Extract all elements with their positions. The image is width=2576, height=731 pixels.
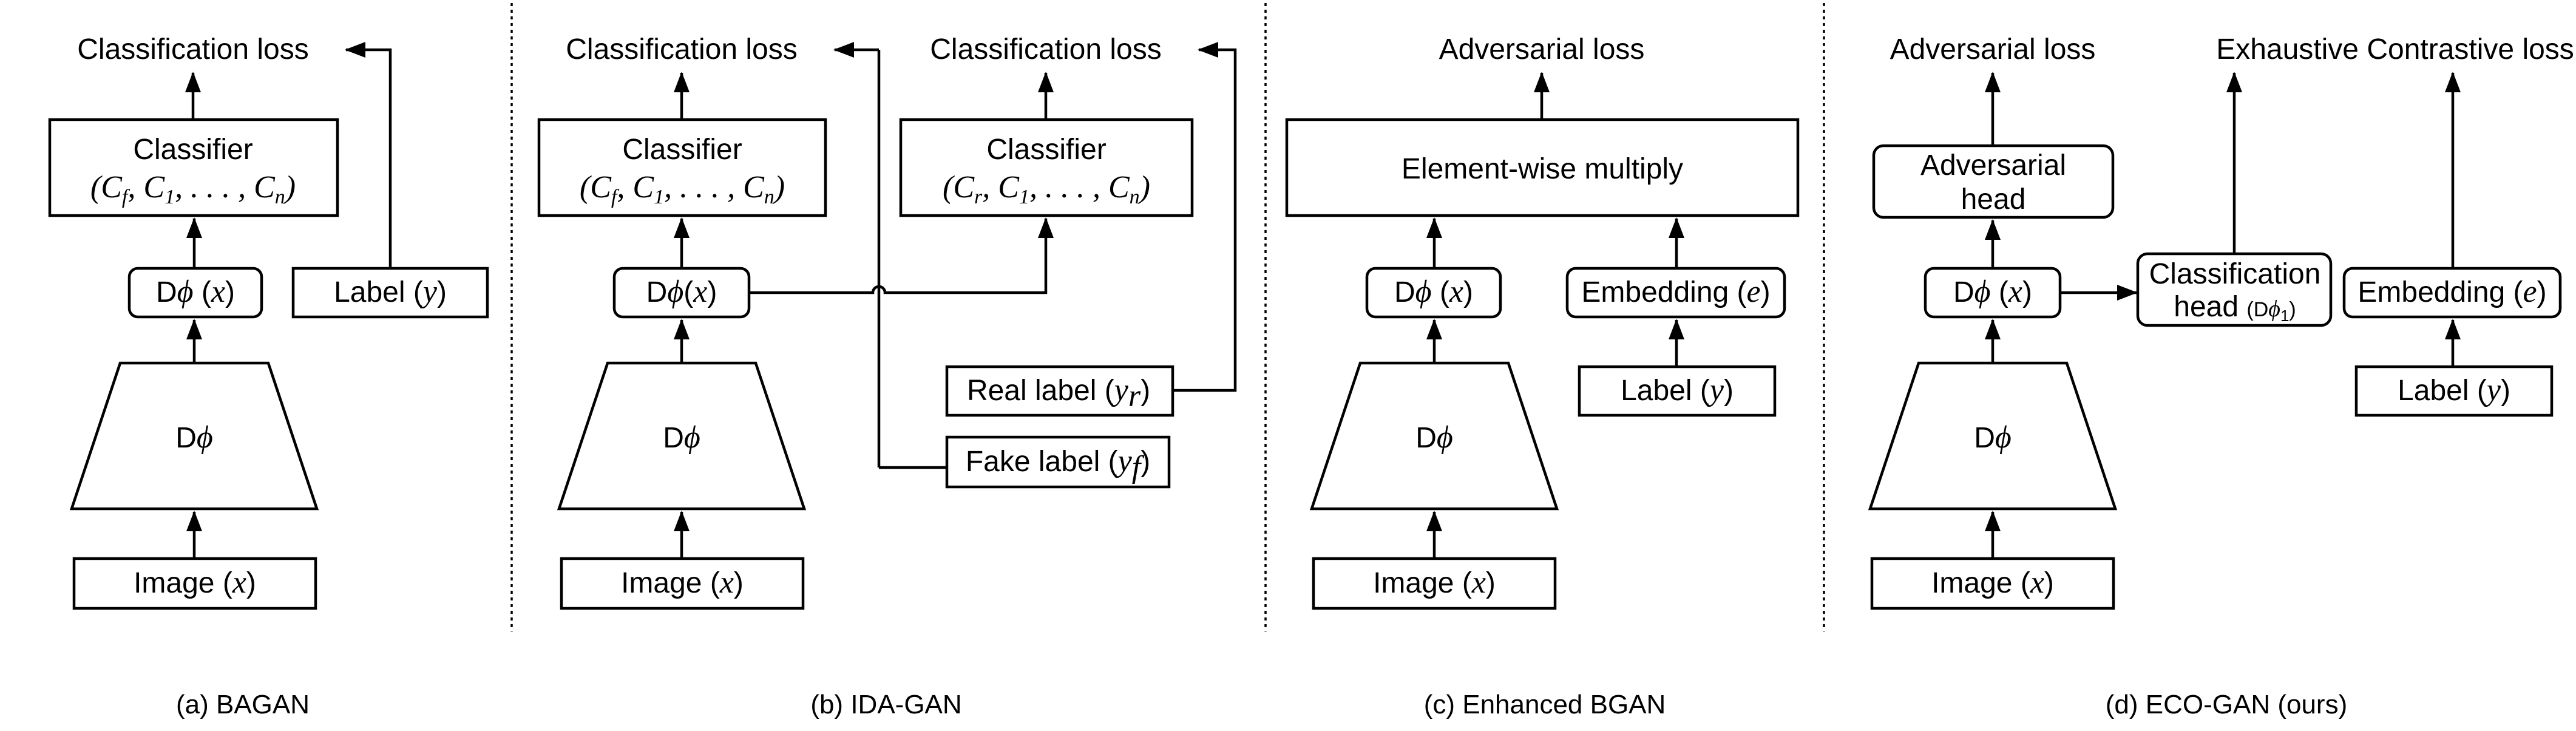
label-box-text: Label (y) bbox=[334, 274, 447, 309]
classifier-left-title: Classifier bbox=[622, 134, 742, 166]
classifier-title: Classifier bbox=[133, 134, 253, 166]
d-output-label: Dϕ (x) bbox=[1953, 274, 2032, 309]
fake-label-text: Fake label (yf) bbox=[966, 444, 1150, 484]
discriminator-trapezoid bbox=[1309, 361, 1559, 511]
discriminator-trapezoid bbox=[557, 361, 807, 511]
classifier-right-box bbox=[899, 118, 1194, 217]
panel-caption: (a) BAGAN bbox=[176, 690, 310, 719]
panel-b: Classification loss Classification loss … bbox=[537, 33, 1237, 719]
classifier-right-title: Classifier bbox=[986, 134, 1106, 166]
embedding-label: Embedding (e) bbox=[1581, 274, 1770, 309]
embedding-box bbox=[1565, 267, 1786, 319]
adversarial-loss-label: Adversarial loss bbox=[1439, 33, 1645, 66]
image-input-box bbox=[1870, 557, 2115, 610]
image-input-box bbox=[560, 557, 805, 610]
classification-head-line1: Classification bbox=[2149, 258, 2321, 290]
label-box bbox=[291, 267, 489, 319]
image-input-box bbox=[72, 557, 317, 610]
panel-caption: (c) Enhanced BGAN bbox=[1424, 690, 1666, 719]
d-output-label: Dϕ(x) bbox=[646, 274, 717, 309]
adversarial-head-line1: Adversarial bbox=[1920, 149, 2066, 182]
real-label-text: Real label (yr) bbox=[967, 373, 1150, 413]
classifier-right-math: (Cr, C1, . . . , Cn) bbox=[943, 170, 1150, 208]
real-label-arrow bbox=[1171, 42, 1237, 392]
panel-a: Classification loss Classifier (Cf, C1, … bbox=[48, 33, 489, 719]
label-box bbox=[2354, 365, 2554, 417]
image-input-label: Image (x) bbox=[1373, 565, 1496, 600]
classification-head-line2: head (Dϕ1) bbox=[2174, 291, 2296, 325]
trapezoid-label: Dϕ bbox=[1974, 420, 2012, 455]
element-wise-multiply-box bbox=[1285, 118, 1800, 217]
adversarial-head-line2: head bbox=[1961, 183, 2026, 216]
trapezoid-label: Dϕ bbox=[175, 420, 213, 455]
discriminator-trapezoid bbox=[1868, 361, 2118, 511]
image-input-box bbox=[1312, 557, 1557, 610]
image-input-label: Image (x) bbox=[621, 565, 744, 600]
image-input-label: Image (x) bbox=[1931, 565, 2054, 600]
trapezoid-label: Dϕ bbox=[663, 420, 700, 455]
discriminator-trapezoid bbox=[69, 361, 319, 511]
d-output-label: Dϕ (x) bbox=[156, 274, 235, 309]
panel-d: Adversarial loss Exhaustive Contrastive … bbox=[1868, 33, 2574, 719]
image-input-label: Image (x) bbox=[134, 565, 256, 600]
panel-caption: (b) IDA-GAN bbox=[810, 690, 961, 719]
panel-caption: (d) ECO-GAN (ours) bbox=[2106, 690, 2347, 719]
classification-loss-left-label: Classification loss bbox=[566, 33, 797, 66]
d-to-right-classifier-line bbox=[749, 217, 1054, 294]
element-wise-multiply-label: Element-wise multiply bbox=[1402, 153, 1683, 185]
panel-c: Adversarial loss Element-wise multiply D… bbox=[1285, 33, 1800, 719]
d-output-label: Dϕ (x) bbox=[1394, 274, 1473, 309]
trapezoid-label: Dϕ bbox=[1415, 420, 1453, 455]
classifier-box bbox=[48, 118, 339, 217]
label-arrow bbox=[345, 42, 392, 268]
classification-loss-right-label: Classification loss bbox=[930, 33, 1161, 66]
fake-label-box bbox=[945, 435, 1171, 489]
label-box-text: Label (y) bbox=[1621, 373, 1734, 407]
label-box bbox=[1578, 365, 1777, 417]
embedding-label: Embedding (e) bbox=[2357, 274, 2546, 309]
d-output-box bbox=[127, 267, 263, 319]
label-box-text: Label (y) bbox=[2398, 373, 2510, 407]
classifier-math: (Cf, C1, . . . , Cn) bbox=[90, 170, 296, 208]
adversarial-loss-label: Adversarial loss bbox=[1890, 33, 2096, 66]
classifier-left-box bbox=[537, 118, 827, 217]
real-label-box bbox=[945, 365, 1174, 417]
classifier-left-math: (Cf, C1, . . . , Cn) bbox=[580, 170, 785, 208]
exhaustive-contrastive-loss-label: Exhaustive Contrastive loss bbox=[2216, 33, 2574, 66]
d-output-box bbox=[1365, 267, 1502, 319]
adversarial-head-box bbox=[1872, 144, 2115, 219]
classification-loss-label: Classification loss bbox=[77, 33, 308, 66]
